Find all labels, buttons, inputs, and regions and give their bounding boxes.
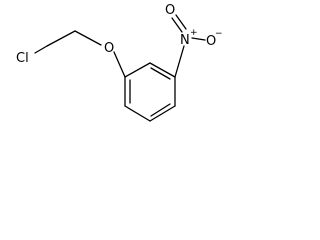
bond-o-ch2 — [74, 30, 102, 46]
bond-c2-n — [174, 45, 185, 78]
bond-ch2-cl — [34, 45, 48, 54]
ring-double-bond-c4-c5 — [150, 103, 171, 117]
chloroethoxy-chain — [34, 30, 126, 78]
bond-n-o-single — [191, 37, 206, 41]
nitro-oxygen-double-label: O — [165, 3, 175, 18]
nitro-nitrogen-label: N — [180, 33, 190, 48]
ring-bond-c1-c2 — [124, 62, 151, 78]
bond-n-o-double-b — [175, 14, 187, 30]
oxygen-negative-charge: − — [215, 29, 223, 39]
chemical-structure: Cl O N + O O − — [16, 3, 223, 122]
chlorine-atom-label: Cl — [16, 51, 29, 66]
bond-c1-o — [113, 51, 126, 78]
ring-bond-c2-c3 — [149, 62, 176, 78]
nitrogen-positive-charge: + — [190, 28, 198, 38]
nitro-group — [171, 14, 206, 78]
benzene-ring — [124, 62, 176, 122]
nitro-oxygen-single-label: O — [206, 34, 216, 49]
bond-ch2-ch2 — [46, 30, 76, 47]
bond-n-o-double-a — [171, 17, 183, 33]
ring-bond-c5-c6 — [124, 105, 151, 122]
ring-bond-c4-c5 — [149, 105, 176, 122]
ring-double-bond-c2-c3 — [150, 67, 171, 80]
ether-oxygen-label: O — [104, 41, 114, 56]
